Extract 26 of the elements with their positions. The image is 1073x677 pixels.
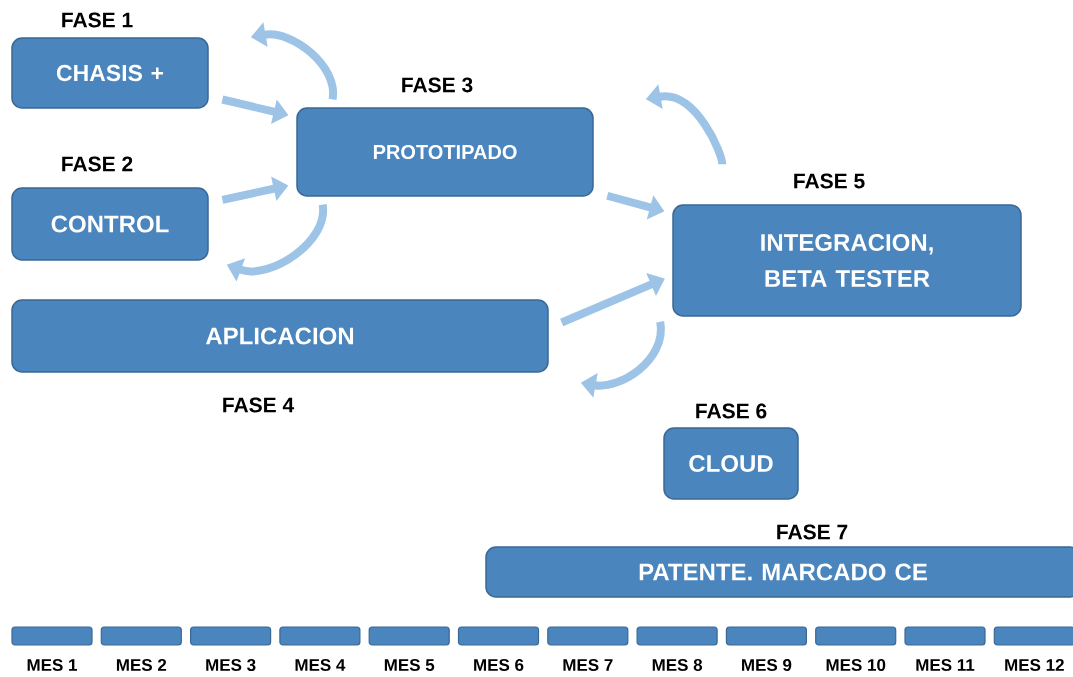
- phase-label: FASE 7: [777, 524, 848, 540]
- process-box: CLOUD: [663, 427, 799, 500]
- month-label: MES 10: [826, 659, 886, 671]
- process-box: INTEGRACION, BETA TESTER: [672, 204, 1022, 317]
- process-box: PROTOTIPADO: [296, 107, 594, 197]
- month-label: MES 11: [916, 659, 975, 671]
- phase-label: FASE 4: [223, 397, 295, 413]
- phase-label: FASE 3: [402, 77, 473, 93]
- month-label: MES 12: [1005, 659, 1064, 671]
- month-label: MES 6: [474, 659, 524, 671]
- phase-label: FASE 5: [794, 173, 865, 189]
- process-box: PATENTE. MARCADO CE: [485, 546, 1073, 598]
- month-label: MES 5: [384, 659, 435, 671]
- process-box: CHASIS +: [11, 37, 209, 109]
- process-box: CONTROL: [11, 187, 209, 261]
- phase-label: FASE 2: [62, 156, 133, 172]
- month-label: MES 7: [563, 659, 613, 671]
- month-label: MES 8: [652, 659, 703, 671]
- month-label: MES 3: [206, 658, 256, 672]
- phase-label: FASE 1: [62, 12, 133, 28]
- month-label: MES 4: [295, 659, 346, 671]
- phase-label: FASE 6: [696, 403, 767, 419]
- month-label: MES 2: [116, 659, 167, 671]
- process-box: APLICACION: [11, 299, 549, 373]
- month-label: MES 1: [27, 659, 78, 671]
- month-label: MES 9: [742, 659, 792, 671]
